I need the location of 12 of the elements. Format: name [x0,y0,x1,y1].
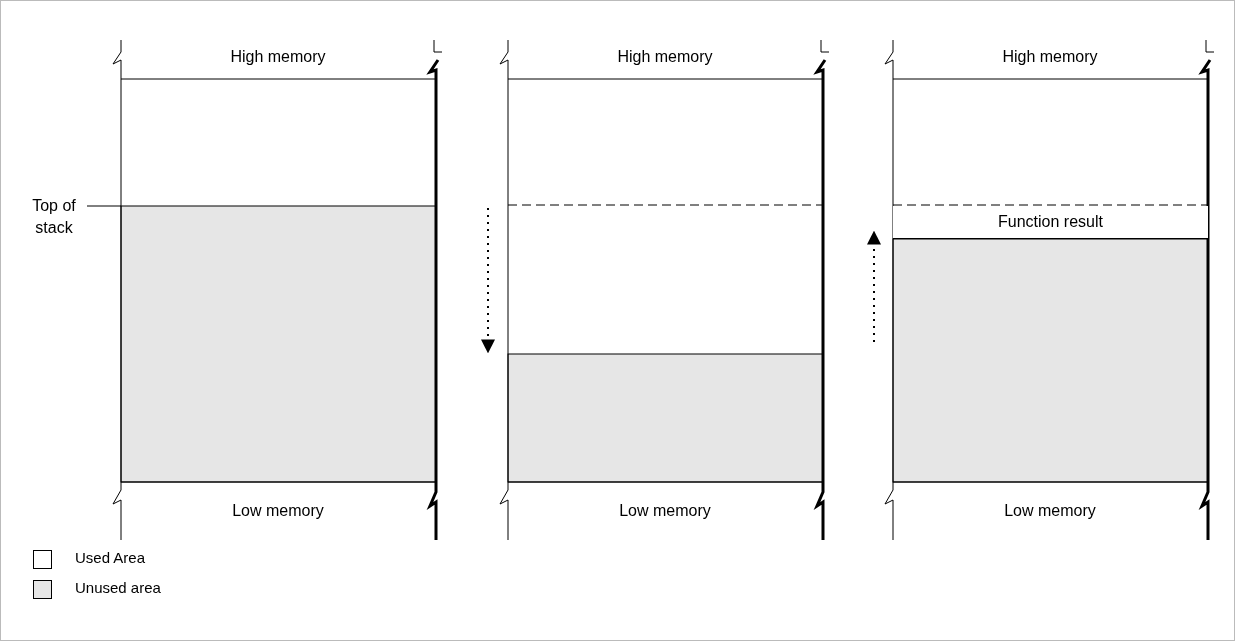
high-memory-label: High memory [230,48,326,66]
high-memory-label: High memory [617,48,713,66]
top-of-stack-label: Top of stack [24,195,84,239]
leader-line [86,205,122,207]
legend-label: Used Area [75,549,146,566]
band-label: Function result [998,213,1103,231]
unused-area [507,353,824,483]
function-result-band [893,206,1208,239]
unused-area [120,205,437,483]
unused-area [892,238,1209,483]
legend-label: Unused area [75,579,161,596]
high-memory-label: High memory [1002,48,1098,66]
